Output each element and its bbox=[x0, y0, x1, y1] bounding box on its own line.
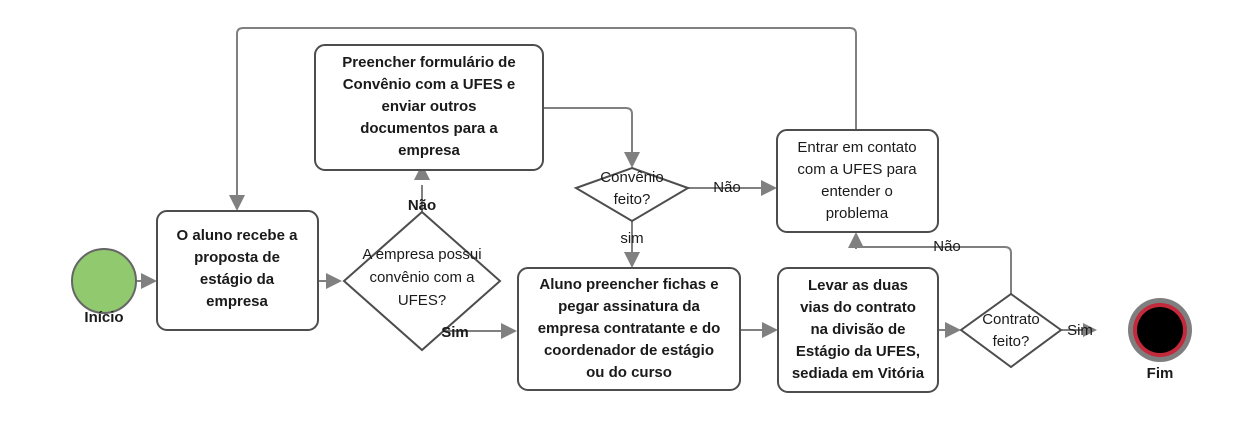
contrato-feito-line-2: feito? bbox=[993, 333, 1030, 350]
levar-vias-line-5: sediada em Vitória bbox=[792, 365, 925, 382]
node-possui-convenio[interactable]: A empresa possui convênio com a UFES? bbox=[342, 210, 502, 352]
edge-label-possui-convenio-sim: Sim bbox=[441, 324, 469, 341]
fichas-line-4: coordenador de estágio bbox=[544, 342, 714, 359]
recebe-proposta-line-4: empresa bbox=[206, 293, 268, 310]
node-start[interactable]: Início bbox=[71, 248, 137, 326]
convenio-feito-line-1: Convênio bbox=[600, 169, 663, 186]
edge-contrato-feito-nao bbox=[848, 232, 1012, 294]
fichas-line-2: pegar assinatura da bbox=[558, 298, 700, 315]
levar-vias-line-4: Estágio da UFES, bbox=[796, 343, 920, 360]
recebe-proposta-line-2: proposta de bbox=[194, 249, 280, 266]
convenio-feito-diamond[interactable] bbox=[573, 166, 691, 223]
edge-entrar-contato-to-recebe bbox=[229, 27, 857, 211]
edge-preencher-to-convenio-feito bbox=[543, 107, 640, 168]
node-preencher-formulario[interactable]: Preencher formulário de Convênio com a U… bbox=[314, 44, 544, 171]
fichas-line-3: empresa contratante e do bbox=[538, 320, 721, 337]
edge-label-possui-convenio-nao: Não bbox=[408, 197, 436, 214]
levar-vias-line-3: na divisão de bbox=[810, 321, 905, 338]
preencher-formulario-line-1: Preencher formulário de bbox=[342, 54, 515, 71]
edge-levar-vias-to-contrato-feito bbox=[938, 322, 961, 338]
edge-convenio-feito-sim bbox=[624, 221, 640, 268]
preencher-formulario-line-4: documentos para a bbox=[360, 120, 498, 137]
start-label: Início bbox=[84, 309, 123, 326]
preencher-formulario-box[interactable] bbox=[314, 44, 544, 171]
node-recebe-proposta[interactable]: O aluno recebe a proposta de estágio da … bbox=[156, 210, 319, 331]
edge-fichas-to-levar-vias bbox=[740, 322, 778, 338]
preencher-formulario-line-2: Convênio com a UFES e bbox=[343, 76, 516, 93]
edges-layer bbox=[133, 27, 1097, 339]
start-circle[interactable] bbox=[71, 248, 137, 314]
recebe-proposta-line-3: estágio da bbox=[200, 271, 275, 288]
possui-convenio-line-2: convênio com a bbox=[369, 269, 475, 286]
edge-label-contrato-feito-sim: Sim bbox=[1067, 322, 1093, 339]
contrato-feito-diamond[interactable] bbox=[959, 292, 1063, 369]
node-contrato-feito[interactable]: Contrato feito? bbox=[959, 292, 1063, 369]
convenio-feito-line-2: feito? bbox=[614, 191, 651, 208]
edge-label-convenio-feito-nao: Não bbox=[713, 179, 741, 196]
edge-labels-layer: Não Sim Não sim Não Sim bbox=[408, 179, 1093, 341]
edge-contrato-feito-sim bbox=[1061, 323, 1097, 337]
entrar-contato-line-4: problema bbox=[826, 205, 889, 222]
node-aluno-preencher-fichas[interactable]: Aluno preencher fichas e pegar assinatur… bbox=[517, 267, 741, 391]
levar-vias-box[interactable] bbox=[777, 267, 939, 393]
node-convenio-feito[interactable]: Convênio feito? bbox=[573, 166, 691, 223]
aluno-preencher-fichas-box[interactable] bbox=[517, 267, 741, 391]
possui-convenio-line-1: A empresa possui bbox=[362, 246, 481, 263]
recebe-proposta-line-1: O aluno recebe a bbox=[177, 227, 299, 244]
entrar-contato-line-2: com a UFES para bbox=[797, 161, 917, 178]
contrato-feito-line-1: Contrato bbox=[982, 311, 1040, 328]
edge-convenio-feito-nao bbox=[688, 180, 777, 196]
levar-vias-line-1: Levar as duas bbox=[808, 277, 908, 294]
fichas-line-1: Aluno preencher fichas e bbox=[539, 276, 718, 293]
entrar-contato-line-3: entender o bbox=[821, 183, 893, 200]
recebe-proposta-box[interactable] bbox=[156, 210, 319, 331]
preencher-formulario-line-3: enviar outros bbox=[381, 98, 476, 115]
node-entrar-contato[interactable]: Entrar em contato com a UFES para entend… bbox=[776, 129, 939, 233]
possui-convenio-line-3: UFES? bbox=[398, 292, 446, 309]
edge-label-contrato-feito-nao: Não bbox=[933, 238, 961, 255]
end-label: Fim bbox=[1147, 365, 1174, 382]
preencher-formulario-line-5: empresa bbox=[398, 142, 460, 159]
entrar-contato-line-1: Entrar em contato bbox=[797, 139, 916, 156]
node-end[interactable]: Fim bbox=[1128, 298, 1192, 382]
fichas-line-5: ou do curso bbox=[586, 364, 672, 381]
entrar-contato-box[interactable] bbox=[776, 129, 939, 233]
edge-label-convenio-feito-sim: sim bbox=[620, 230, 643, 247]
possui-convenio-diamond[interactable] bbox=[342, 210, 502, 352]
node-levar-vias[interactable]: Levar as duas vias do contrato na divisã… bbox=[777, 267, 939, 393]
end-inner-circle bbox=[1137, 307, 1183, 353]
edge-recebe-to-possui-convenio bbox=[318, 273, 342, 289]
levar-vias-line-2: vias do contrato bbox=[800, 299, 916, 316]
